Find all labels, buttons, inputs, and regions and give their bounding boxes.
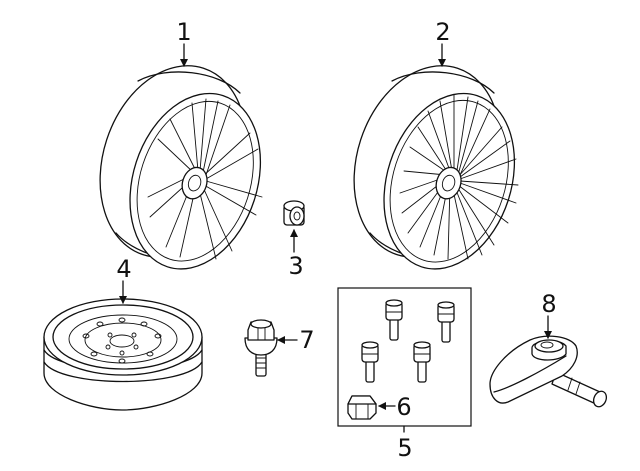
tpms-sensor-icon[interactable]	[489, 335, 609, 409]
alloy-wheel-icon[interactable]	[76, 47, 282, 286]
alloy-wheel-icon[interactable]	[330, 47, 536, 286]
callout-3: 3	[288, 252, 303, 280]
callout-6: 6	[396, 393, 411, 421]
callout-2: 2	[435, 18, 450, 46]
callout-5: 5	[397, 434, 412, 462]
lug-bolt-icon[interactable]	[244, 319, 278, 377]
callout-4: 4	[116, 255, 131, 283]
wheel-lock-kit-icon[interactable]	[337, 287, 472, 427]
callout-8: 8	[541, 290, 556, 318]
lock-key-icon[interactable]	[347, 395, 377, 420]
spare-tire-icon[interactable]	[43, 298, 203, 411]
valve-cap-icon[interactable]	[283, 200, 305, 226]
callout-7: 7	[299, 326, 314, 354]
callout-1: 1	[176, 18, 191, 46]
